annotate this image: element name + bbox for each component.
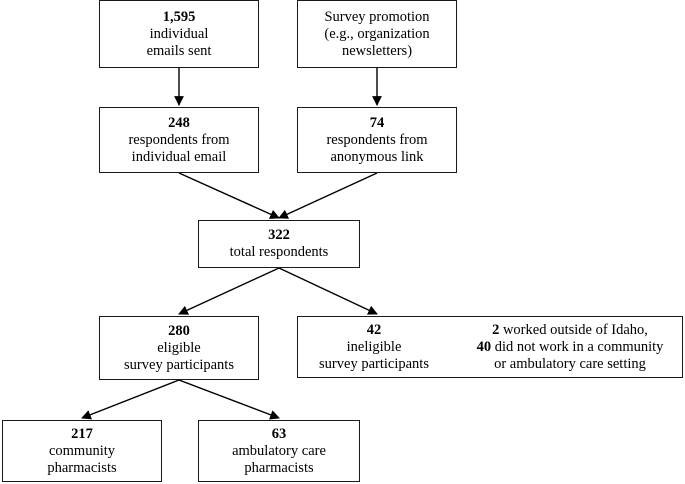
reason-2-continued: or ambulatory care setting xyxy=(494,356,646,373)
arrow-total-to-ineligible xyxy=(278,267,378,315)
box-emails-sent: 1,595 individual emails sent xyxy=(99,0,259,68)
community-count: 217 xyxy=(71,425,93,442)
ineligible-summary: 42 ineligible survey participants xyxy=(298,317,450,377)
arrow-email-respondents-to-total xyxy=(178,172,280,219)
eligible-count: 280 xyxy=(168,322,190,339)
emails-sent-count: 1,595 xyxy=(162,8,196,25)
reason-3-text: or ambulatory care setting xyxy=(494,355,646,372)
reason-1: 2 worked outside of Idaho, xyxy=(492,322,648,339)
eligible-line-2: survey participants xyxy=(124,356,234,373)
promotion-line-1: Survey promotion xyxy=(324,8,430,25)
promotion-line-3: newsletters) xyxy=(341,42,413,59)
eligible-line-1: eligible xyxy=(157,339,201,356)
community-line-2: pharmacists xyxy=(47,459,117,476)
total-line-1: total respondents xyxy=(229,244,329,260)
reason-1-count: 2 xyxy=(492,321,500,338)
box-email-respondents: 248 respondents from individual email xyxy=(99,107,259,173)
reason-1-text: worked outside of Idaho, xyxy=(499,321,648,338)
ineligible-reasons: 2 worked outside of Idaho, 40 did not wo… xyxy=(456,317,684,377)
total-count: 322 xyxy=(268,227,290,243)
reason-2-count: 40 xyxy=(476,338,492,355)
anon-respondents-line-1: respondents from xyxy=(326,131,428,148)
box-eligible: 280 eligible survey participants xyxy=(99,316,259,380)
box-anon-respondents: 74 respondents from anonymous link xyxy=(297,107,457,173)
email-respondents-line-2: individual email xyxy=(131,148,227,165)
ineligible-line-1: ineligible xyxy=(346,338,402,355)
reason-2-text: did not work in a community xyxy=(491,338,664,355)
promotion-line-2: (e.g., organization xyxy=(324,25,430,42)
ambulatory-line-1: ambulatory care xyxy=(232,442,326,459)
box-ineligible: 42 ineligible survey participants 2 work… xyxy=(297,316,683,378)
arrow-eligible-to-community xyxy=(81,379,180,420)
ambulatory-line-2: pharmacists xyxy=(244,459,314,476)
arrow-total-to-eligible xyxy=(178,267,280,315)
arrow-anon-respondents-to-total xyxy=(278,172,378,219)
email-respondents-line-1: respondents from xyxy=(128,131,230,148)
emails-sent-line-1: individual xyxy=(149,25,209,42)
email-respondents-count: 248 xyxy=(168,114,190,131)
anon-respondents-line-2: anonymous link xyxy=(330,148,424,165)
ambulatory-count: 63 xyxy=(271,425,287,442)
box-ambulatory: 63 ambulatory care pharmacists xyxy=(198,420,360,482)
anon-respondents-count: 74 xyxy=(369,114,385,131)
arrow-eligible-to-ambulatory xyxy=(178,379,280,420)
box-total-respondents: 322 total respondents xyxy=(198,220,360,268)
emails-sent-line-2: emails sent xyxy=(146,42,212,59)
ineligible-line-2: survey participants xyxy=(319,355,429,372)
ineligible-count: 42 xyxy=(366,321,382,338)
community-line-1: community xyxy=(48,442,116,459)
box-survey-promotion: Survey promotion (e.g., organization new… xyxy=(297,0,457,68)
box-community: 217 community pharmacists xyxy=(2,420,162,482)
reason-2: 40 did not work in a community xyxy=(477,339,664,356)
